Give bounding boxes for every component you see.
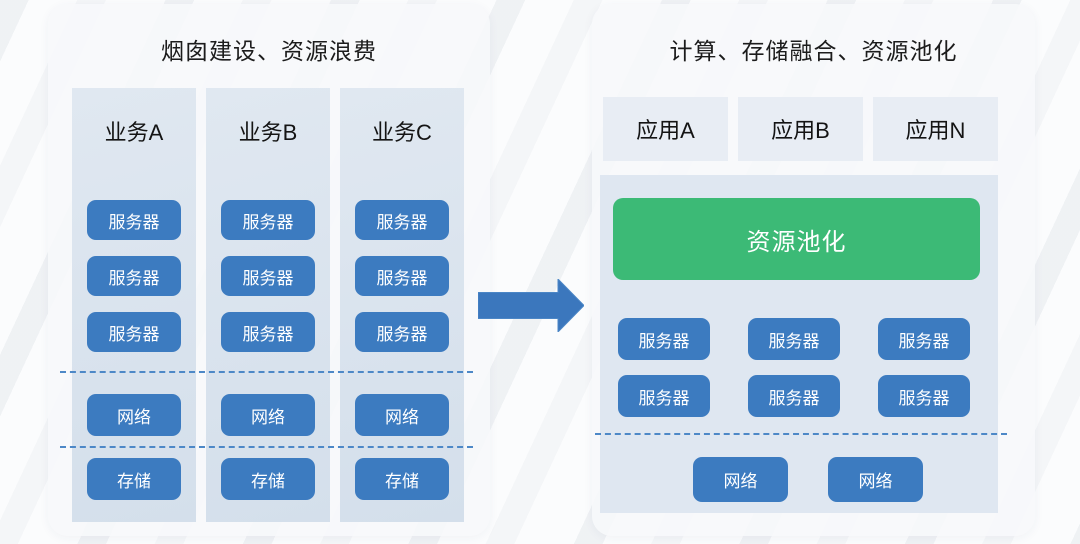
server-box: 服务器 — [618, 375, 710, 417]
resource-pool-container: 资源池化 服务器 服务器 服务器 服务器 服务器 服务器 — [600, 175, 998, 513]
server-box: 服务器 — [748, 318, 840, 360]
business-column-a: 业务A 服务器 服务器 服务器 网络 存储 — [72, 88, 196, 522]
silo-architecture-panel: 烟囱建设、资源浪费 业务A 服务器 服务器 服务器 网络 存储 业务B 服务器 … — [48, 4, 490, 536]
business-b-label: 业务B — [238, 120, 298, 145]
server-box: 服务器 — [87, 200, 181, 240]
business-column-c: 业务C 服务器 服务器 服务器 网络 存储 — [340, 88, 464, 522]
network-box: 网络 — [87, 394, 181, 436]
server-box: 服务器 — [878, 318, 970, 360]
app-box-b: 应用B — [738, 97, 863, 161]
transform-arrow-icon — [477, 277, 585, 334]
server-box: 服务器 — [87, 312, 181, 352]
server-box: 服务器 — [221, 256, 315, 296]
business-c-label: 业务C — [372, 120, 432, 145]
dashed-separator — [595, 433, 1007, 435]
server-box: 服务器 — [221, 200, 315, 240]
server-box: 服务器 — [878, 375, 970, 417]
left-panel-title: 烟囱建设、资源浪费 — [161, 38, 377, 64]
server-box: 服务器 — [618, 318, 710, 360]
pooled-architecture-panel: 计算、存储融合、资源池化 应用A 应用B 应用N 资源池化 服务器 服务器 服务… — [592, 4, 1035, 536]
server-box: 服务器 — [355, 256, 449, 296]
business-a-label: 业务A — [104, 120, 164, 145]
network-box: 网络 — [828, 457, 923, 502]
right-panel-title: 计算、存储融合、资源池化 — [669, 38, 958, 64]
app-box-n: 应用N — [873, 97, 998, 161]
app-box-a: 应用A — [603, 97, 728, 161]
business-column-b: 业务B 服务器 服务器 服务器 网络 存储 — [206, 88, 330, 522]
dashed-separator — [60, 371, 473, 373]
network-box: 网络 — [221, 394, 315, 436]
server-box: 服务器 — [355, 200, 449, 240]
dashed-separator — [60, 446, 473, 448]
server-box: 服务器 — [355, 312, 449, 352]
storage-box: 存储 — [221, 458, 315, 500]
server-box: 服务器 — [221, 312, 315, 352]
resource-pool-box: 资源池化 — [613, 198, 980, 280]
network-box: 网络 — [693, 457, 788, 502]
storage-box: 存储 — [87, 458, 181, 500]
server-box: 服务器 — [748, 375, 840, 417]
storage-box: 存储 — [355, 458, 449, 500]
server-box: 服务器 — [87, 256, 181, 296]
network-box: 网络 — [355, 394, 449, 436]
